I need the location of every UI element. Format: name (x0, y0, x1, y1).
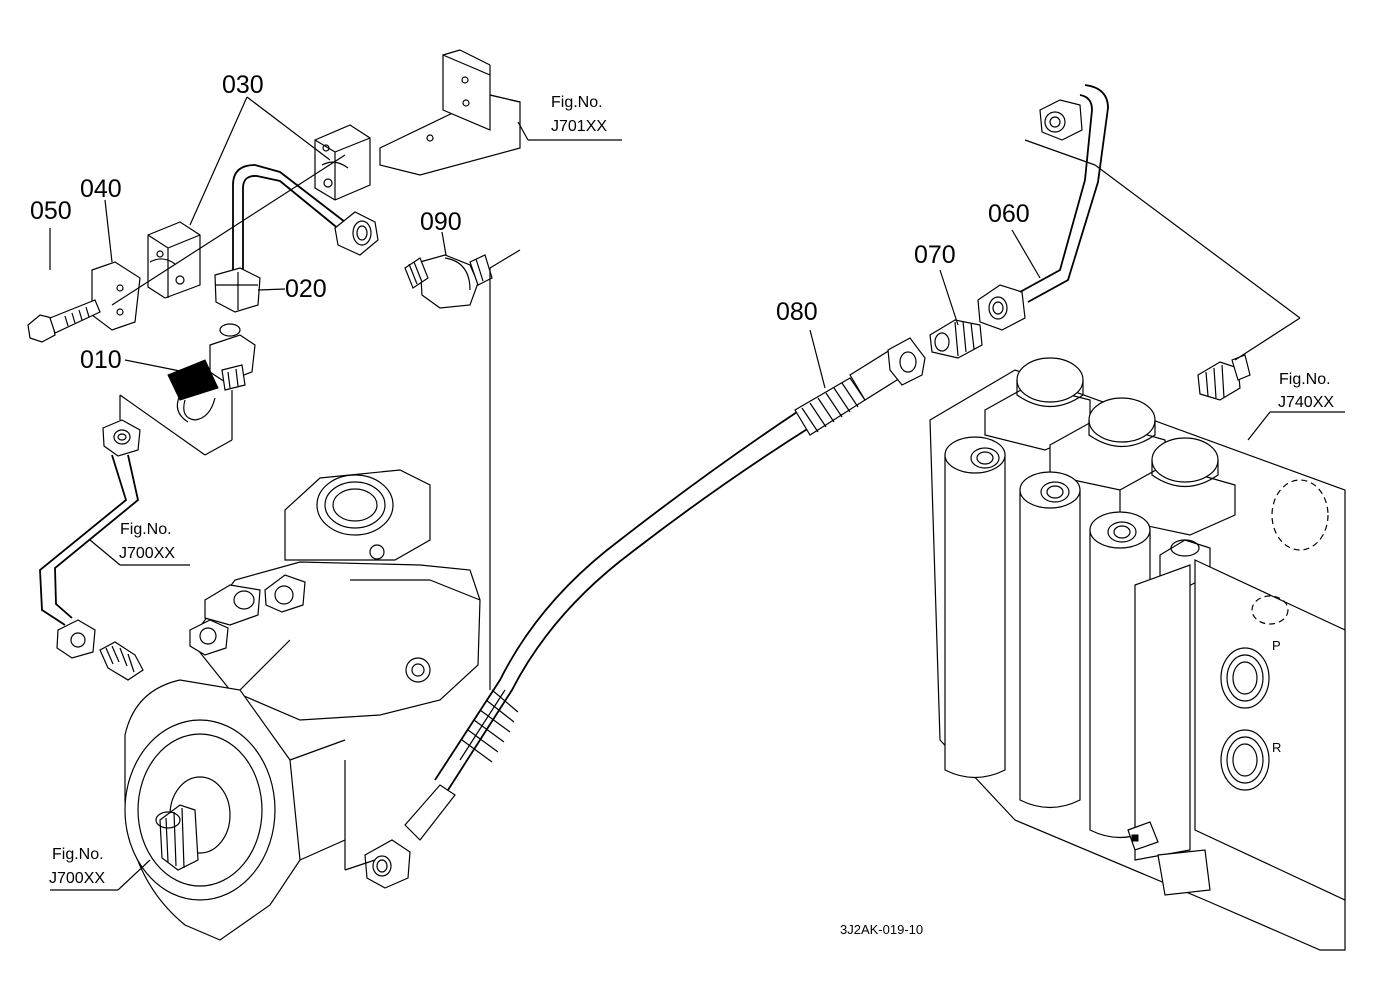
hydraulic-pump (124, 469, 481, 941)
ref-j700-lower-code: J700XX (49, 870, 105, 887)
label-030: 030 (222, 71, 264, 99)
plate (91, 261, 141, 331)
control-valve: P R (929, 357, 1346, 951)
ref-j701-prefix: Fig.No. (551, 94, 603, 111)
port-p-mark: P (1272, 638, 1281, 653)
test-coupler (167, 323, 256, 423)
ref-j740-prefix: Fig.No. (1279, 371, 1331, 388)
drawing-code: 3J2AK-019-10 (840, 922, 923, 937)
fitting-right (1197, 354, 1251, 401)
pipe-upper-right (977, 84, 1109, 331)
ref-j701-code: J701XX (551, 118, 607, 135)
elbow-fitting (404, 254, 493, 309)
bolt (27, 299, 101, 343)
label-060: 060 (988, 200, 1030, 228)
port-r-mark: R (1272, 740, 1281, 755)
clamp-lower (147, 221, 201, 299)
label-040: 040 (80, 175, 122, 203)
ref-j740-code: J740XX (1278, 394, 1334, 411)
label-070: 070 (914, 241, 956, 269)
label-010: 010 (80, 346, 122, 374)
mounting-bracket (379, 49, 521, 176)
pipe-bent (214, 164, 379, 313)
label-050: 050 (30, 197, 72, 225)
hose (364, 337, 926, 889)
ref-j700-upper-code: J700XX (119, 545, 175, 562)
adapter (929, 319, 983, 359)
ref-j700-lower-prefix: Fig.No. (52, 846, 104, 863)
label-020: 020 (285, 275, 327, 303)
clamp-upper (314, 124, 371, 201)
short-pipe-left (39, 419, 144, 681)
label-080: 080 (776, 298, 818, 326)
ref-j700-upper-prefix: Fig.No. (120, 521, 172, 538)
label-090: 090 (420, 208, 462, 236)
leader-lines (49, 96, 1345, 891)
